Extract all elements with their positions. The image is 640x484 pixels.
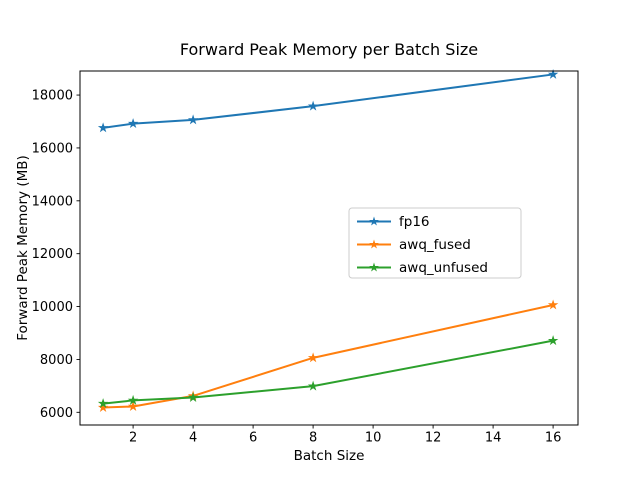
legend-marker-icon [369, 239, 379, 249]
legend-entry-fp16: fp16 [357, 214, 430, 230]
data-point-marker [187, 114, 199, 125]
data-point-marker [547, 299, 559, 310]
y-axis: 6000 8000 10000 12000 14000 16000 18000 [32, 89, 80, 421]
y-axis-label: Forward Peak Memory (MB) [15, 155, 31, 341]
x-tick-label: 2 [129, 431, 137, 446]
legend-marker-icon [369, 262, 379, 272]
x-tick-label: 14 [485, 431, 502, 446]
legend-box [348, 207, 522, 279]
x-tick-label: 10 [365, 431, 382, 446]
data-point-marker [547, 68, 559, 79]
legend-label: awq_unfused [399, 260, 488, 276]
data-point-marker [97, 398, 109, 409]
x-tick-label: 6 [249, 431, 257, 446]
y-tick-label: 12000 [32, 247, 73, 262]
data-point-marker [127, 400, 139, 411]
series-fp16 [97, 68, 559, 133]
plot-frame [79, 70, 579, 426]
x-tick-label: 8 [309, 431, 317, 446]
series-awq_fused [97, 299, 559, 412]
data-point-marker [307, 380, 319, 391]
x-axis-label: Batch Size [294, 448, 365, 464]
y-tick-label: 18000 [32, 89, 73, 104]
legend-label: awq_fused [399, 237, 471, 253]
legend-label: fp16 [399, 214, 430, 230]
series-line-fp16 [102, 73, 555, 129]
data-point-marker [97, 402, 109, 412]
y-tick-label: 6000 [40, 406, 73, 421]
data-point-marker [187, 392, 199, 402]
x-tick-label: 16 [545, 431, 562, 446]
y-tick-label: 10000 [32, 300, 73, 315]
plot-area: 2 4 6 8 10 12 14 16 6000 8000 10000 12000 14000 16000… [32, 68, 579, 446]
legend-entry-awq_unfused: awq_unfused [357, 260, 488, 276]
data-point-marker [127, 394, 139, 405]
legend-entry-awq_fused: awq_fused [357, 237, 471, 253]
data-point-marker [547, 335, 559, 346]
y-tick-label: 8000 [40, 353, 73, 368]
data-point-marker [307, 100, 319, 111]
x-tick-label: 4 [189, 431, 197, 446]
y-tick-label: 14000 [32, 194, 73, 209]
x-axis: 2 4 6 8 10 12 14 16 [129, 425, 561, 446]
y-tick-label: 16000 [32, 141, 73, 156]
data-point-marker [97, 122, 109, 133]
series-line-awq_fused [102, 303, 555, 409]
series-line-awq_unfused [102, 339, 555, 405]
x-tick-label: 12 [425, 431, 442, 446]
data-point-marker [307, 352, 319, 363]
series-awq_unfused [97, 335, 559, 409]
data-point-marker [127, 118, 139, 129]
legend-marker-icon [369, 216, 379, 226]
chart-title: Forward Peak Memory per Batch Size [180, 40, 478, 59]
legend: fp16 awq_fused awq_unfused [348, 207, 522, 279]
